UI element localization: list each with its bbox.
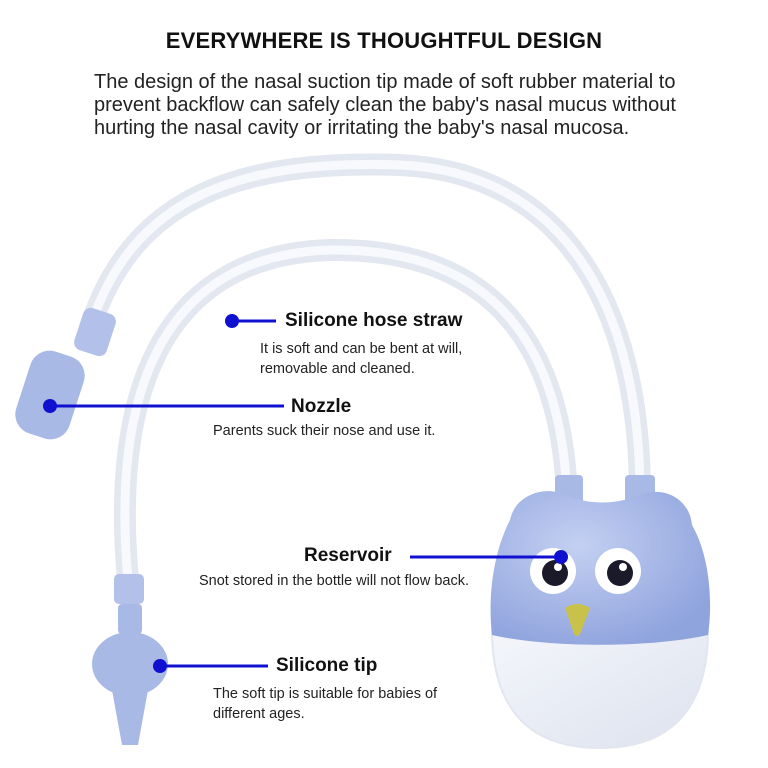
hose-callout-title: Silicone hose straw [285,310,463,331]
reservoir-callout-title: Reservoir [304,545,392,566]
nozzle-callout-text: Parents suck their nose and use it. [213,423,436,439]
reservoir-bottle [490,629,710,750]
page-heading: EVERYWHERE IS THOUGHTFUL DESIGN [165,28,603,53]
nozzle-callout-title: Nozzle [291,396,352,417]
intro-paragraph: The design of the nasal suction tip made… [94,71,676,139]
reservoir-callout-text: Snot stored in the bottle will not flow … [199,573,470,589]
silicone-tip [92,574,168,745]
tip-callout-text: The soft tip is suitable for babies of d… [213,686,438,722]
hose-callout-text: It is soft and can be bent at will, remo… [260,341,463,377]
nozzle [15,307,116,440]
callout-lines [43,314,568,673]
owl-beak [565,604,590,636]
tip-callout-title: Silicone tip [276,655,378,676]
